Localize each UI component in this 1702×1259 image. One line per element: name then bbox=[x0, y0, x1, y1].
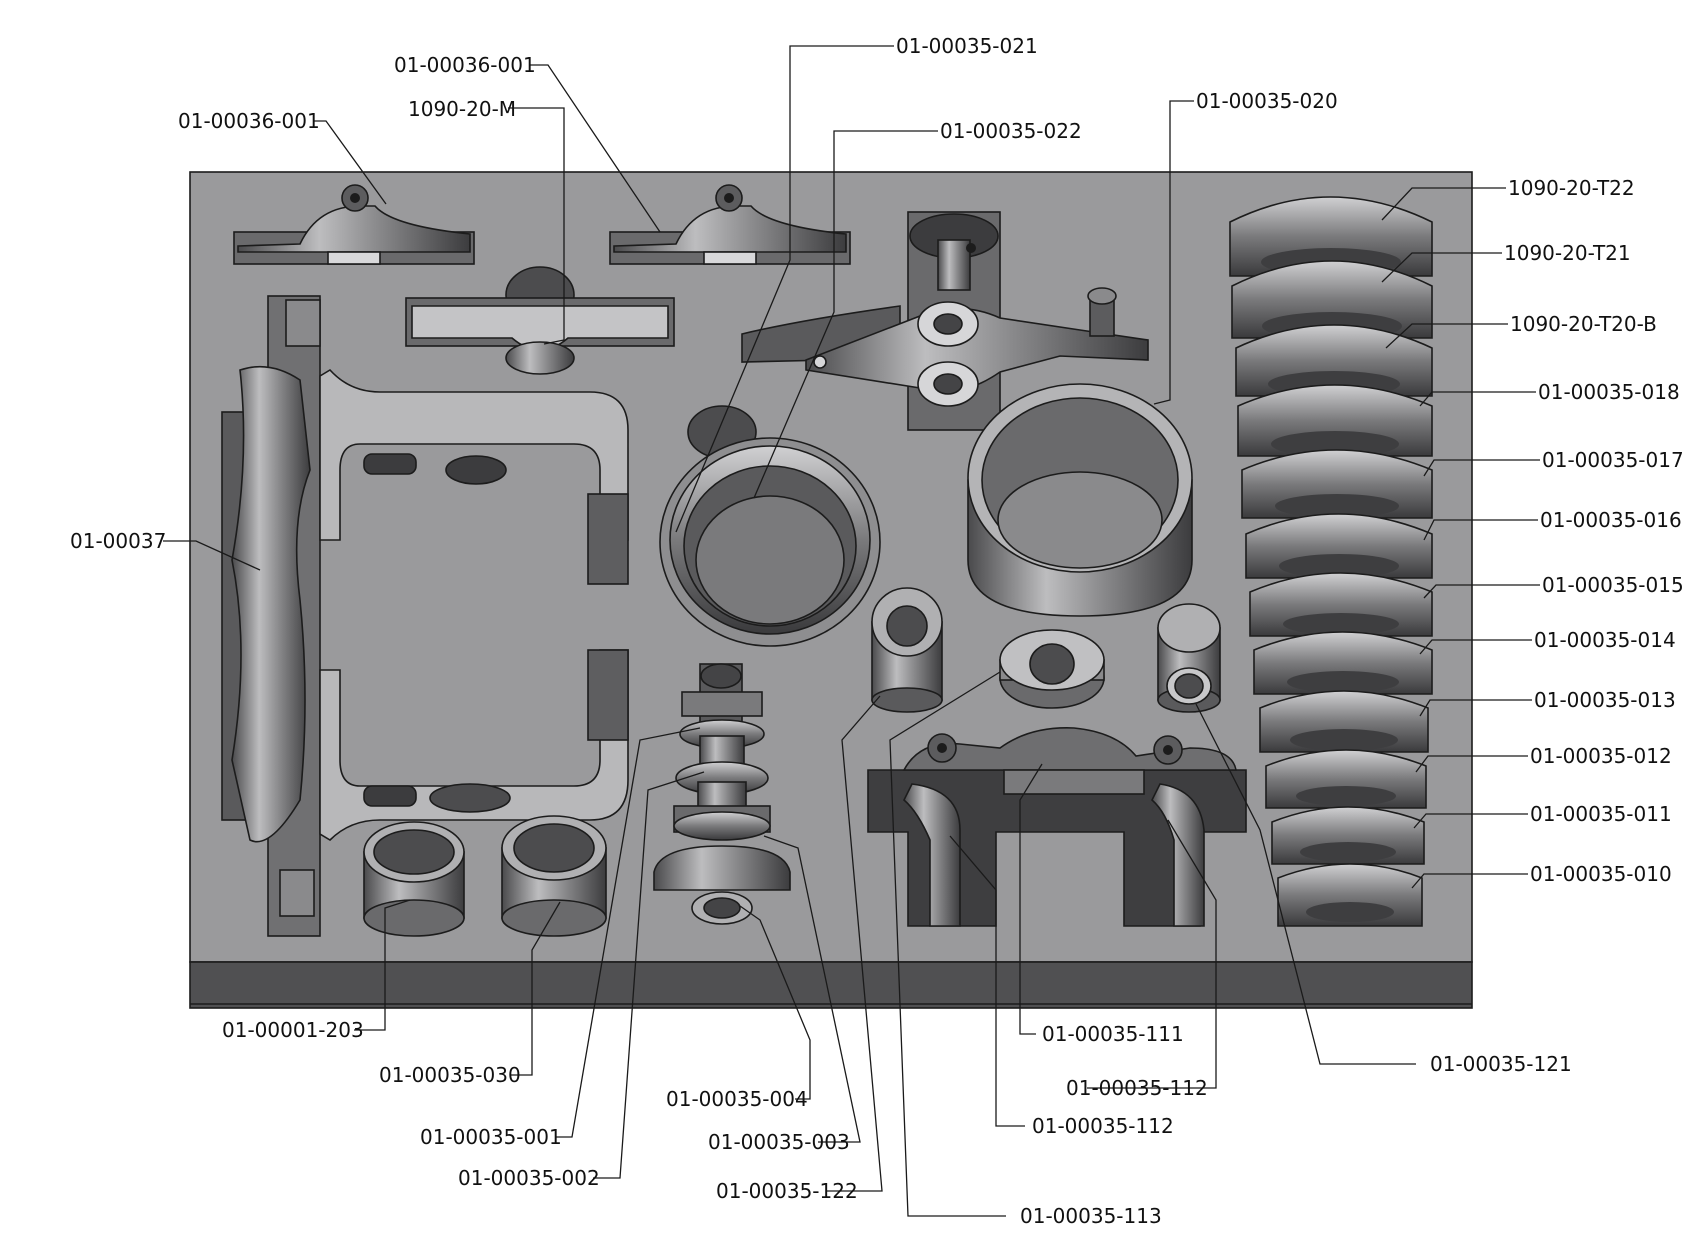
callout-01-00035-121: 01-00035-121 bbox=[1430, 1052, 1572, 1076]
ring-01-00035-014 bbox=[1253, 631, 1433, 695]
callout-01-00035-012: 01-00035-012 bbox=[1530, 744, 1672, 768]
callout-01-00035-112-upper: 01-00035-112 bbox=[1066, 1076, 1208, 1100]
ring-01-00035-015 bbox=[1249, 572, 1433, 637]
callout-01-00036-001-left: 01-00036-001 bbox=[178, 109, 320, 133]
frame-01-00037 bbox=[221, 295, 629, 937]
ring-01-00035-012 bbox=[1265, 749, 1427, 809]
callout-01-00035-011: 01-00035-011 bbox=[1530, 802, 1672, 826]
callout-01-00035-015: 01-00035-015 bbox=[1542, 573, 1684, 597]
callout-01-00035-030: 01-00035-030 bbox=[379, 1063, 521, 1087]
callout-01-00035-112-lower: 01-00035-112 bbox=[1032, 1114, 1174, 1138]
callout-01-00035-022: 01-00035-022 bbox=[940, 119, 1082, 143]
cup-01-00035-021 bbox=[659, 405, 881, 647]
callout-01-00035-021: 01-00035-021 bbox=[896, 34, 1038, 58]
bridge-bracket bbox=[867, 727, 1247, 927]
callout-01-00035-020: 01-00035-020 bbox=[1196, 89, 1338, 113]
callout-1090-20-m: 1090-20-M bbox=[408, 97, 516, 121]
ring-01-00035-016 bbox=[1245, 513, 1433, 579]
ring-01-00035-011 bbox=[1271, 806, 1425, 865]
ring-01-00035-013 bbox=[1259, 690, 1429, 753]
callout-01-00035-003: 01-00035-003 bbox=[708, 1130, 850, 1154]
ring-01-00035-017 bbox=[1241, 449, 1433, 519]
callout-01-00035-018: 01-00035-018 bbox=[1538, 380, 1680, 404]
callout-01-00035-001: 01-00035-001 bbox=[420, 1125, 562, 1149]
bushing-01-00035-122 bbox=[871, 587, 943, 713]
cup-01-00035-020 bbox=[967, 383, 1193, 617]
spindle-stack bbox=[653, 663, 791, 925]
callout-01-00035-016: 01-00035-016 bbox=[1540, 508, 1682, 532]
bushing-01-00035-030 bbox=[501, 815, 607, 937]
bushing-01-00001-203 bbox=[363, 821, 465, 937]
callout-01-00035-004: 01-00035-004 bbox=[666, 1087, 808, 1111]
callout-01-00035-111: 01-00035-111 bbox=[1042, 1022, 1184, 1046]
callout-01-00036-001-right: 01-00036-001 bbox=[394, 53, 536, 77]
washer-01-00035-113 bbox=[999, 629, 1105, 709]
clamp-left bbox=[233, 184, 475, 265]
bar-1090-20-m bbox=[405, 266, 675, 375]
callout-01-00035-002: 01-00035-002 bbox=[458, 1166, 600, 1190]
callout-01-00001-203: 01-00001-203 bbox=[222, 1018, 364, 1042]
callout-01-00035-017: 01-00035-017 bbox=[1542, 448, 1684, 472]
callout-01-00035-113: 01-00035-113 bbox=[1020, 1204, 1162, 1228]
callout-1090-20-t20-b: 1090-20-T20-B bbox=[1510, 312, 1657, 336]
callout-01-00035-014: 01-00035-014 bbox=[1534, 628, 1676, 652]
callout-1090-20-t22: 1090-20-T22 bbox=[1508, 176, 1635, 200]
callout-01-00035-013: 01-00035-013 bbox=[1534, 688, 1676, 712]
ring-stack bbox=[1229, 196, 1433, 927]
callout-01-00035-010: 01-00035-010 bbox=[1530, 862, 1672, 886]
ring-01-00035-010 bbox=[1277, 863, 1423, 927]
callout-01-00035-122: 01-00035-122 bbox=[716, 1179, 858, 1203]
callout-01-00037: 01-00037 bbox=[70, 529, 166, 553]
bushing-01-00035-121 bbox=[1157, 603, 1221, 713]
ring-01-00035-018 bbox=[1237, 384, 1433, 457]
callout-labels: 01-00036-001 01-00036-001 1090-20-M 01-0… bbox=[70, 34, 1684, 1228]
rocker-arm-assembly bbox=[741, 211, 1149, 431]
leader-lines bbox=[163, 45, 1540, 1217]
callout-1090-20-t21: 1090-20-T21 bbox=[1504, 241, 1631, 265]
clamp-right bbox=[609, 184, 851, 265]
